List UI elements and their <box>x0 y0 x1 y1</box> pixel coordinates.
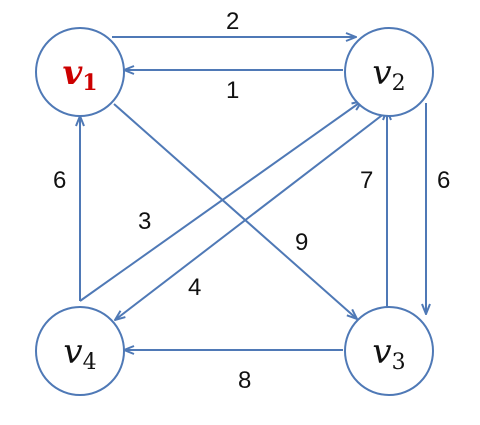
node-label: v2 <box>372 53 405 96</box>
node-label: v1 <box>62 53 97 96</box>
edge-weight-v4-v2: 3 <box>138 208 151 235</box>
edge-weight-v3-v4: 8 <box>238 367 251 394</box>
node-circle <box>35 306 125 396</box>
node-circle <box>344 306 434 396</box>
node-label: v4 <box>63 332 96 375</box>
edge-weight-v1-v2: 2 <box>226 8 239 35</box>
edge-v2-v4 <box>115 112 386 320</box>
node-v3: v3 <box>344 306 434 396</box>
edges-layer <box>80 37 426 350</box>
edge-weight-v2-v4: 4 <box>188 274 201 301</box>
node-v2: v2 <box>344 27 434 117</box>
edge-weight-v3-v2: 7 <box>360 167 373 194</box>
node-label: v3 <box>372 332 405 375</box>
edge-v4-v2 <box>79 101 362 302</box>
node-circle <box>35 27 125 117</box>
edge-weight-v1-v3: 9 <box>295 229 308 256</box>
node-circle <box>344 27 434 117</box>
edge-weight-v2-v1: 1 <box>226 77 239 104</box>
node-v4: v4 <box>35 306 125 396</box>
edge-v1-v3 <box>113 103 357 319</box>
edge-weights-layer: 2 1 9 6 7 4 3 6 8 <box>53 8 450 394</box>
edge-weight-v4-v1: 6 <box>53 167 66 194</box>
node-v1: v1 <box>35 27 125 117</box>
edge-weight-v2-v3: 6 <box>437 167 450 194</box>
